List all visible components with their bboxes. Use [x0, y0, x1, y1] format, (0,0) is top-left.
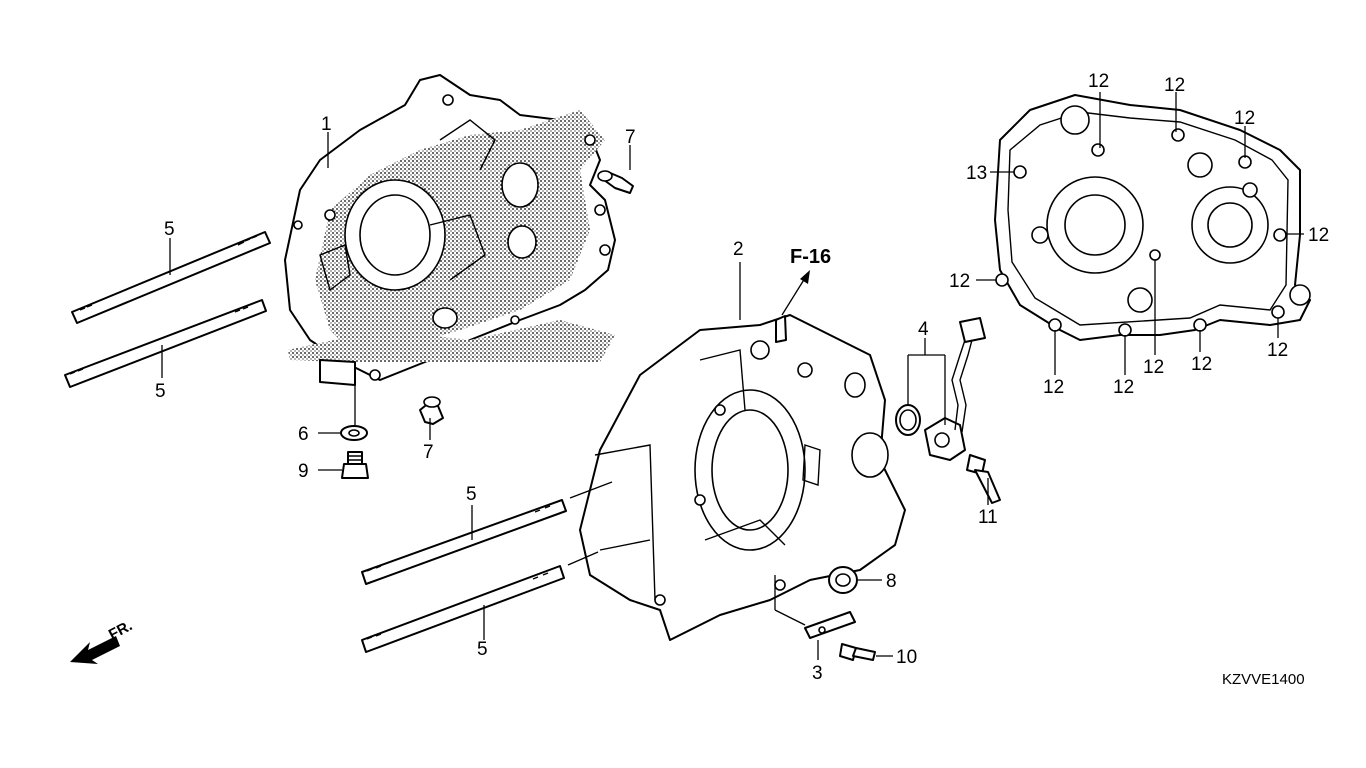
callout-4: 4 — [918, 319, 929, 340]
drain-bolt — [341, 451, 369, 479]
setting-plate — [804, 611, 856, 639]
front-indicator: FR. — [70, 617, 135, 664]
callout-7: 7 — [625, 127, 636, 148]
callout-6: 6 — [298, 424, 309, 445]
flange-bolt — [839, 643, 876, 661]
stud-bolt — [361, 499, 567, 585]
left-crankcase — [284, 74, 616, 386]
callout-5: 5 — [155, 381, 166, 402]
sensor-bolt — [966, 454, 1001, 504]
dowel-pin — [597, 170, 634, 194]
leader-lines — [161, 92, 1304, 660]
reference-label[interactable]: F-16 — [790, 246, 831, 268]
callout-12: 12 — [1043, 377, 1064, 398]
callout-11: 11 — [978, 507, 998, 528]
callout-1: 1 — [321, 114, 332, 135]
callout-5: 5 — [466, 484, 477, 505]
stud-bolt — [361, 565, 565, 653]
right-crankcase — [579, 314, 906, 641]
callout-5: 5 — [477, 639, 488, 660]
crankcase-gasket — [994, 94, 1311, 341]
callout-2: 2 — [733, 239, 744, 260]
callout-7: 7 — [423, 442, 434, 463]
sensor-assembly — [924, 317, 986, 461]
callout-12: 12 — [1113, 377, 1134, 398]
dowel-pin — [419, 396, 444, 425]
callout-12: 12 — [1191, 354, 1212, 375]
callout-12: 12 — [1143, 357, 1164, 378]
callout-13: 13 — [966, 163, 987, 184]
callout-12: 12 — [1088, 71, 1109, 92]
callout-12: 12 — [1164, 75, 1185, 96]
stud-bolt — [64, 299, 267, 388]
callout-8: 8 — [886, 571, 897, 592]
callout-3: 3 — [812, 663, 823, 684]
callout-12: 12 — [1267, 340, 1288, 361]
callout-9: 9 — [298, 461, 309, 482]
callout-12: 12 — [1234, 108, 1255, 129]
oil-seal — [828, 566, 858, 594]
diagram-code: KZVVE1400 — [1222, 671, 1305, 688]
arrow-down-left-icon — [70, 636, 120, 664]
stud-bolt — [71, 231, 271, 324]
o-ring — [895, 404, 921, 436]
callout-5: 5 — [164, 219, 175, 240]
callout-12: 12 — [949, 271, 970, 292]
callout-10: 10 — [896, 647, 917, 668]
washer — [340, 425, 368, 441]
callout-12: 12 — [1308, 225, 1329, 246]
reference-arrow — [781, 270, 810, 316]
